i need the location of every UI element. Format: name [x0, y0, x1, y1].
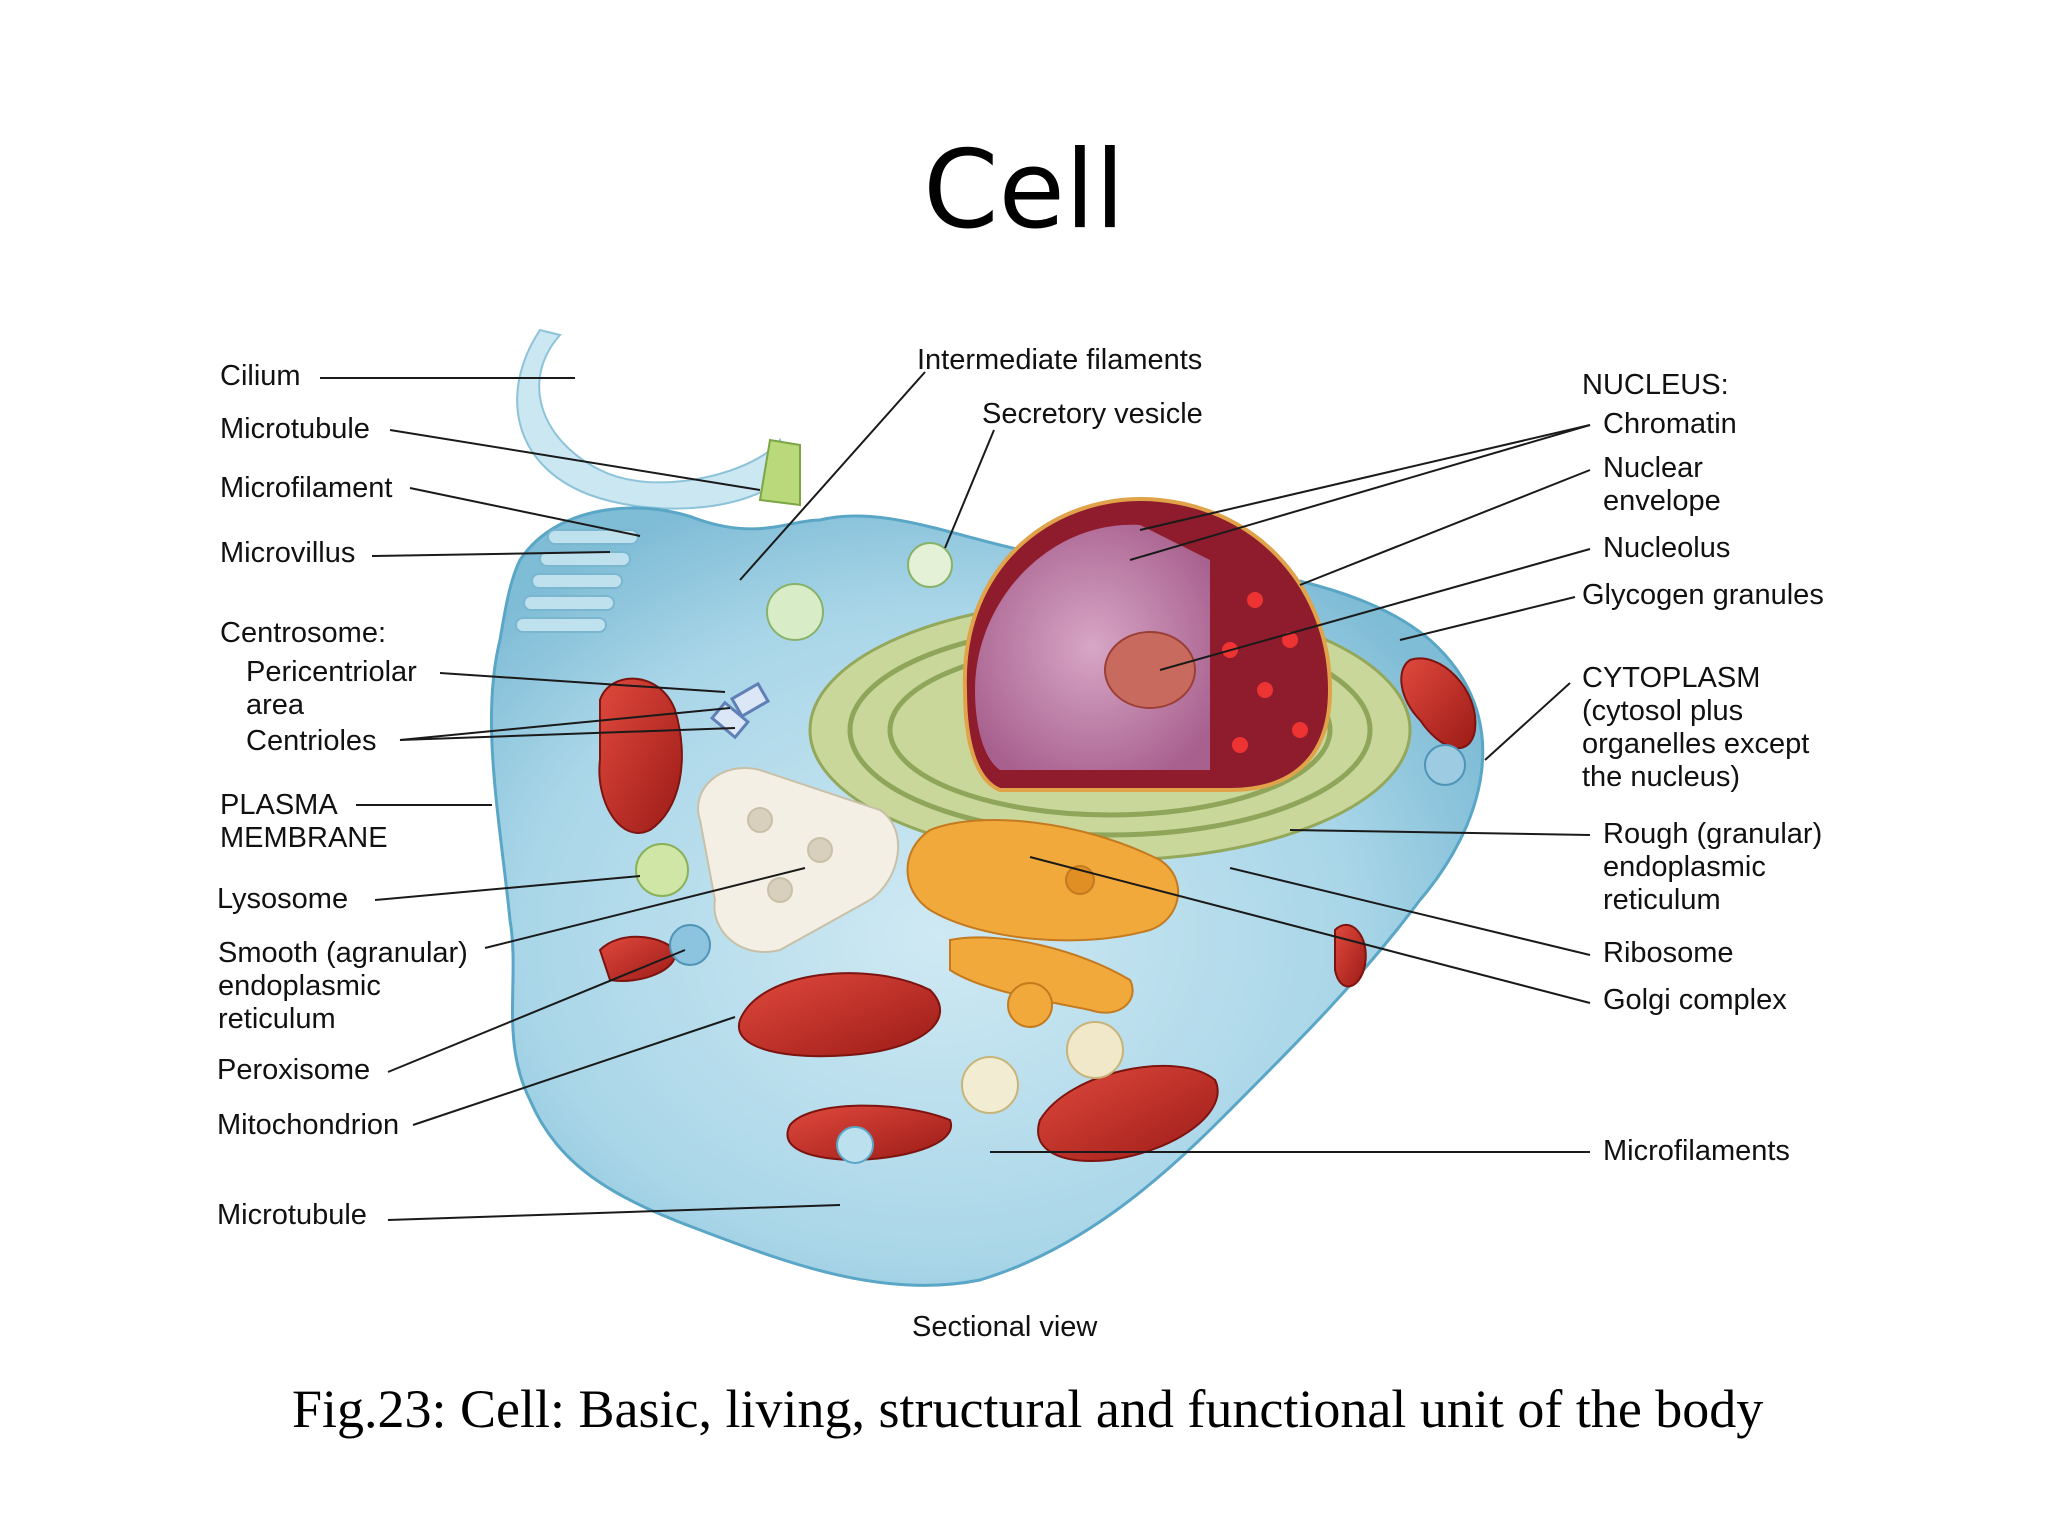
- leader-lines: [320, 371, 1591, 1221]
- secretory-vesicle-shape: [907, 542, 953, 588]
- label-cilium: Cilium: [220, 360, 301, 392]
- nucleolus-shape: [1104, 631, 1196, 709]
- label-microfilaments: Microfilaments: [1603, 1135, 1790, 1167]
- label-cytoplasm: CYTOPLASM (cytosol plus organelles excep…: [1582, 662, 1810, 793]
- label-microtubule-bottom: Microtubule: [217, 1199, 367, 1231]
- label-sectional-view: Sectional view: [912, 1311, 1098, 1343]
- label-nucleus: NUCLEUS:: [1582, 369, 1729, 401]
- label-glycogen-granules: Glycogen granules: [1582, 579, 1824, 611]
- label-smooth-er: Smooth (agranular) endoplasmic reticulum: [218, 937, 468, 1035]
- label-microvillus: Microvillus: [220, 537, 356, 569]
- mitochondria: [598, 657, 1477, 1162]
- lysosome-shape: [635, 843, 689, 897]
- label-centrioles: Centrioles: [246, 725, 377, 757]
- centrioles-shape: [709, 681, 771, 740]
- label-secretory-vesicle: Secretory vesicle: [982, 398, 1203, 430]
- label-intermediate-filaments: Intermediate filaments: [917, 344, 1203, 376]
- cilium-shape: [516, 328, 792, 510]
- label-plasma-membrane: PLASMA MEMBRANE: [220, 789, 388, 854]
- label-pericentriolar-area: Pericentriolar area: [246, 656, 417, 721]
- label-golgi-complex: Golgi complex: [1603, 984, 1787, 1016]
- label-nuclear-envelope: Nuclear envelope: [1603, 452, 1721, 517]
- label-ribosome: Ribosome: [1603, 937, 1734, 969]
- label-microtubule-top: Microtubule: [220, 413, 370, 445]
- peroxisome-shape: [669, 924, 711, 966]
- label-mitochondrion: Mitochondrion: [217, 1109, 400, 1141]
- smooth-er-shape: [697, 767, 900, 953]
- label-nucleolus: Nucleolus: [1603, 532, 1731, 564]
- label-microfilament: Microfilament: [220, 472, 393, 504]
- label-lysosome: Lysosome: [217, 883, 349, 915]
- label-rough-er: Rough (granular) endoplasmic reticulum: [1603, 818, 1823, 916]
- label-chromatin: Chromatin: [1603, 408, 1737, 440]
- microvilli: [515, 529, 639, 633]
- golgi-shape: [906, 819, 1179, 1028]
- figure-caption: Fig.23: Cell: Basic, living, structural …: [292, 1379, 1764, 1439]
- label-centrosome: Centrosome:: [220, 617, 387, 649]
- slide-title: Cell: [923, 128, 1125, 253]
- label-peroxisome: Peroxisome: [217, 1054, 371, 1086]
- mitochondrion-shape: [737, 972, 942, 1058]
